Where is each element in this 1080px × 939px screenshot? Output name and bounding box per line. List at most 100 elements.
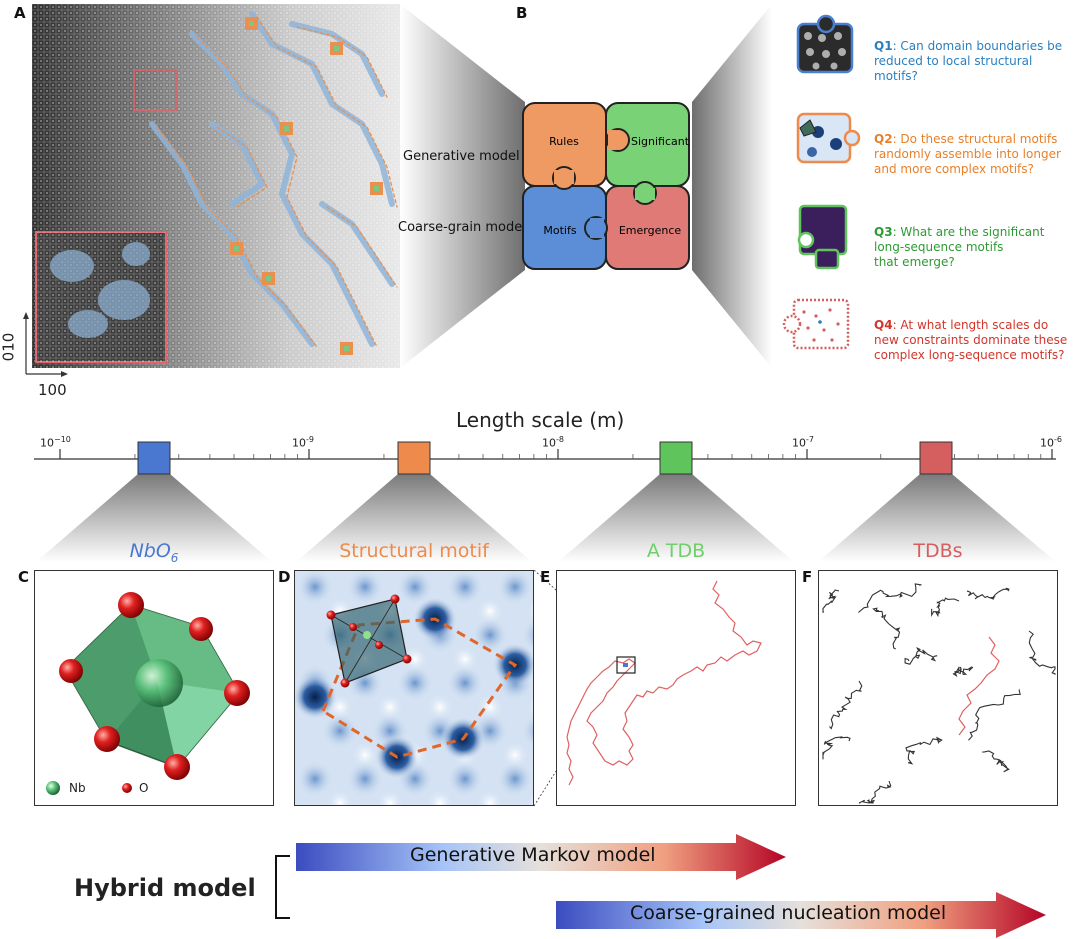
q3-text: : What are the significant long-sequence… bbox=[874, 225, 1045, 269]
motif-bg-dot bbox=[397, 665, 433, 701]
axis-label-010: 010 bbox=[0, 332, 18, 362]
green-tile-5 bbox=[280, 122, 293, 135]
q1-puzzle-icon bbox=[796, 14, 854, 74]
scale-marker-tdbs bbox=[919, 441, 953, 475]
panel-b-letter: B bbox=[516, 4, 528, 22]
tdb-trace-12 bbox=[952, 665, 974, 677]
title-a-tdb: A TDB bbox=[646, 540, 706, 562]
tick-label-1e-7: 10-7 bbox=[792, 435, 814, 450]
generative-markov-arrow bbox=[296, 834, 786, 880]
funnel-a-to-b bbox=[400, 4, 525, 368]
green-tile-2 bbox=[370, 182, 383, 195]
motif-light-dot bbox=[326, 789, 354, 805]
motif-bg-dot bbox=[347, 571, 383, 605]
domain-wall-edge-2 bbox=[156, 126, 318, 348]
stem-image-panel-a bbox=[32, 4, 400, 368]
length-scale-axis bbox=[34, 441, 1056, 562]
q4-text: : At what length scales do new constrain… bbox=[874, 318, 1068, 362]
domain-wall-edge-5 bbox=[326, 206, 398, 288]
tdb-trace-4 bbox=[966, 587, 1010, 600]
tdb-trace-1 bbox=[872, 607, 901, 650]
hybrid-model-label: Hybrid model bbox=[74, 874, 256, 902]
motif-dark-column bbox=[295, 675, 337, 719]
panel-c-letter: C bbox=[18, 568, 30, 586]
motif-light-dot bbox=[351, 741, 379, 769]
scale-marker-nbo6 bbox=[137, 441, 171, 475]
panel-a-letter: A bbox=[14, 4, 26, 22]
motif-bg-dot bbox=[347, 761, 383, 797]
question-3: Q3: What are the significant long-sequen… bbox=[874, 210, 1079, 270]
inset-domain-1 bbox=[98, 280, 150, 320]
domain-wall-edge-1 bbox=[256, 16, 398, 208]
motif-bg-dot bbox=[447, 571, 483, 605]
panel-e-letter: E bbox=[540, 568, 551, 586]
hybrid-bracket bbox=[275, 855, 290, 919]
tick-label-1e-6: 10-6 bbox=[1040, 435, 1062, 450]
green-tile-3 bbox=[262, 272, 275, 285]
motif-light-dot bbox=[376, 789, 404, 805]
tick-label-1e-10: 10−10 bbox=[40, 435, 71, 450]
q1-text: : Can domain boundaries be reduced to lo… bbox=[874, 39, 1063, 83]
q2-text: : Do these structural motifs randomly as… bbox=[874, 132, 1061, 176]
tdb-trace-0 bbox=[822, 589, 840, 613]
panel-d-structural-motif bbox=[294, 570, 534, 806]
motif-light-dot bbox=[426, 789, 454, 805]
q4-id: Q4 bbox=[874, 318, 893, 332]
green-tile-6 bbox=[230, 242, 243, 255]
tdb-trace-5 bbox=[829, 680, 863, 730]
crystal-axes bbox=[23, 312, 68, 377]
inset-domain-3 bbox=[122, 242, 150, 266]
domain-wall-2 bbox=[149, 121, 315, 347]
title-nbo6: NbO6 bbox=[129, 540, 179, 565]
inset-domain-2 bbox=[68, 310, 108, 338]
motif-bg-dot bbox=[472, 617, 508, 653]
q3-puzzle-icon bbox=[797, 204, 848, 270]
legend-o-label: O bbox=[139, 781, 149, 795]
o-legend-icon bbox=[122, 783, 132, 793]
scale-marker-tdb bbox=[659, 441, 693, 475]
octahedron-figure bbox=[46, 592, 250, 795]
tdb-trace-3 bbox=[931, 597, 960, 618]
axis-label-100: 100 bbox=[38, 381, 67, 399]
panel-e-single-tdb bbox=[556, 570, 796, 806]
domain-wall-0 bbox=[189, 31, 375, 347]
domain-wall-1 bbox=[249, 11, 395, 207]
puzzle-label-motifs: Motifs bbox=[543, 224, 576, 237]
motif-bg-dot bbox=[497, 571, 533, 605]
domain-wall-edge-3 bbox=[296, 26, 388, 98]
motif-bg-dot bbox=[497, 761, 533, 797]
panel-c-octahedron: Nb O bbox=[34, 570, 274, 806]
coarse-grain-model-label: Coarse-grain model bbox=[398, 220, 526, 235]
length-scale-title: Length scale (m) bbox=[456, 408, 625, 432]
tdb-trace-13 bbox=[1028, 630, 1056, 675]
coarse-grained-arrow bbox=[556, 892, 1046, 938]
motif-light-dot bbox=[401, 645, 429, 673]
tick-label-1e-8: 10-8 bbox=[542, 435, 564, 450]
green-tile-4 bbox=[340, 342, 353, 355]
question-2: Q2: Do these structural motifs randomly … bbox=[874, 117, 1079, 177]
q3-id: Q3 bbox=[874, 225, 893, 239]
green-tile-0 bbox=[245, 17, 258, 30]
motif-light-dot bbox=[526, 598, 533, 624]
motif-bg-dot bbox=[297, 571, 333, 605]
motif-light-dot bbox=[476, 597, 504, 625]
funnel-b-to-questions bbox=[692, 4, 772, 368]
panel-f-many-tdbs bbox=[818, 570, 1058, 806]
puzzle-label-rules: Rules bbox=[549, 135, 579, 148]
q4-puzzle-icon bbox=[782, 298, 850, 350]
question-1: Q1: Can domain boundaries be reduced to … bbox=[874, 24, 1079, 84]
motif-light-dot bbox=[476, 693, 504, 721]
domain-wall-edge-0 bbox=[196, 36, 378, 348]
generative-markov-label: Generative Markov model bbox=[410, 844, 656, 866]
coarse-grained-label: Coarse-grained nucleation model bbox=[630, 902, 947, 924]
title-tdbs: TDBs bbox=[913, 540, 963, 562]
scale-marker-motif bbox=[397, 441, 431, 475]
motif-bg-dot bbox=[522, 714, 533, 748]
tick-label-1e-9: 10-9 bbox=[292, 435, 314, 450]
q1-id: Q1 bbox=[874, 39, 893, 53]
panel-d-letter: D bbox=[278, 568, 291, 586]
tdb-trace-11 bbox=[858, 780, 892, 804]
legend-nb-label: Nb bbox=[69, 781, 86, 795]
motif-light-dot bbox=[501, 741, 529, 769]
motif-heatmap bbox=[295, 571, 533, 805]
